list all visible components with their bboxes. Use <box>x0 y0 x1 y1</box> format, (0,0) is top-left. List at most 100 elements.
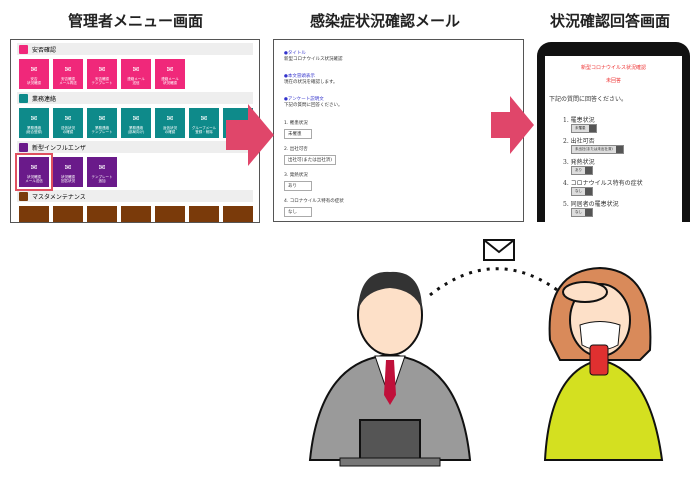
menu-section-header: 業務連絡 <box>17 92 253 104</box>
smartphone: 新型コロナウイルス状況確認 未回答 下記の質問に回答ください。 1. 罹患状況未… <box>537 42 690 222</box>
menu-button[interactable]: ✉ <box>155 206 185 222</box>
menu-button-label: グループ <box>231 130 245 135</box>
mail-question-select[interactable]: あり <box>284 181 312 191</box>
mail-question-select[interactable]: なし <box>284 207 312 217</box>
section-icon <box>19 142 28 152</box>
answer-question: 3. 発熱状況あり <box>563 157 678 175</box>
mail-field-label: ●タイトル <box>284 51 306 56</box>
answer-question-label: 3. 発熱状況 <box>563 159 595 166</box>
menu-button-icon: ✉ <box>64 64 72 74</box>
answer-question-label: 5. 同居者の罹患状況 <box>563 201 619 208</box>
admin-person-illustration <box>308 271 472 467</box>
menu-button-icon: ✉ <box>99 221 106 222</box>
menu-button[interactable]: ✉ <box>87 206 117 222</box>
menu-button[interactable]: ✉ 安否確認 メール再送 <box>53 59 83 89</box>
menu-button[interactable]: ✉業務連絡 テンプレート <box>87 108 117 138</box>
mail-question: 2. 出社可否 <box>284 147 308 152</box>
answer-status: 未回答 <box>605 78 621 84</box>
mail-question: 3. 発熱状況 <box>284 173 308 178</box>
answer-screen: 新型コロナウイルス状況確認 未回答 下記の質問に回答ください。 1. 罹患状況未… <box>545 56 682 222</box>
menu-button[interactable]: ✉業務連絡 (部局向け) <box>121 108 151 138</box>
answer-question: 4. コロナウイルス特有の症状なし <box>563 178 678 196</box>
menu-button-label: 送信状況 の確認 <box>61 125 75 135</box>
menu-button[interactable]: ✉ 安否確認 テンプレート <box>87 59 117 89</box>
mail-field-label: ●本文冒頭表示 <box>284 74 315 79</box>
menu-button-label: グループメール 登録・削除 <box>191 125 217 135</box>
answer-intro: 下記の質問に回答ください。 <box>549 96 628 103</box>
answer-select[interactable]: あり <box>571 166 593 175</box>
menu-section-header: マスタメンテナンス <box>17 190 253 202</box>
envelope-icon <box>483 239 515 261</box>
menu-button[interactable]: ✉ テンプレート 追加 <box>87 157 117 187</box>
menu-section-header: 安否確認 <box>17 43 253 55</box>
mail-question-select[interactable]: 未罹患 <box>284 129 312 139</box>
menu-button[interactable]: ✉ <box>19 206 49 222</box>
menu-button[interactable]: ✉ <box>223 206 253 222</box>
menu-button[interactable]: ✉返信状況 の確認 <box>155 108 185 138</box>
mail-question: 4. コロナウイルス特有の症状 <box>284 199 344 204</box>
menu-button-row: ✉✉✉✉✉✉✉ <box>19 206 259 222</box>
menu-button-icon: ✉ <box>167 221 174 222</box>
menu-button-icon: ✉ <box>132 113 140 123</box>
menu-button-icon: ✉ <box>64 113 72 123</box>
menu-button[interactable]: ✉ 連絡メール 送信 <box>121 59 151 89</box>
menu-button-row: ✉ 安否 状況確認 ✉ 安否確認 メール再送 ✉ 安否確認 テンプレート ✉ 連絡メール 送信… <box>19 59 259 89</box>
section-title: 業務連絡 <box>32 95 57 103</box>
answer-question: 2. 出社可否未出社(または未出社済) <box>563 136 678 154</box>
menu-button-label: テンプレート 追加 <box>91 174 113 184</box>
menu-button-icon: ✉ <box>98 162 106 172</box>
menu-button-icon: ✉ <box>166 64 174 74</box>
mail-question-select[interactable]: 出社可(または出社済) <box>284 155 337 165</box>
menu-button[interactable]: ✉ 安否 状況確認 <box>19 59 49 89</box>
answer-select[interactable]: なし <box>571 187 593 196</box>
heading-admin-menu: 管理者メニュー画面 <box>68 12 204 30</box>
menu-button-row: ✉業務連絡 (総合登録) ✉ 送信状況 の確認 ✉業務連絡 テンプレート✉業務連絡 (… <box>19 108 259 138</box>
menu-button[interactable]: ✉ <box>53 206 83 222</box>
heading-answer: 状況確認回答画面 <box>550 12 671 30</box>
answer-question: 5. 同居者の罹患状況なし <box>563 199 678 217</box>
menu-button-icon: ✉ <box>98 64 106 74</box>
menu-button-row: ✉ 状況確認 メール送信 ✉状況確認 回答状況 ✉ テンプレート 追加 <box>15 153 259 191</box>
menu-button-label: 返信状況 の確認 <box>163 125 177 135</box>
menu-button-icon: ✉ <box>201 221 208 222</box>
menu-button-icon: ✉ <box>133 221 140 222</box>
mail-field-value[interactable]: 下記の質問に回答ください。 <box>284 103 343 108</box>
answer-question-label: 2. 出社可否 <box>563 138 595 145</box>
menu-button-label: 連絡メール 送信 <box>127 76 145 86</box>
menu-button-label: 安否確認 テンプレート <box>91 76 113 86</box>
menu-button-label: 安否確認 メール再送 <box>59 76 77 86</box>
menu-button[interactable]: ✉グループメール 登録・削除 <box>189 108 219 138</box>
section-title: 安否確認 <box>32 46 57 54</box>
menu-button[interactable]: ✉ <box>121 206 151 222</box>
answer-select[interactable]: なし <box>571 208 593 217</box>
answer-select[interactable]: 未罹患 <box>571 124 597 133</box>
menu-button-label: 安否 状況確認 <box>27 76 41 86</box>
menu-button[interactable]: ✉ 連絡メール 状況確認 <box>155 59 185 89</box>
mail-field-value[interactable]: 新型コロナウイルス状況確認 <box>284 57 343 62</box>
menu-button[interactable]: ✉業務連絡 (総合登録) <box>19 108 49 138</box>
admin-menu-panel: 安否確認 ✉ 安否 状況確認 ✉ 安否確認 メール再送 ✉ 安否確認 テンプレート ✉ 連絡メー… <box>10 39 260 223</box>
menu-button-label: 状況確認 回答状況 <box>61 174 75 184</box>
menu-button[interactable]: ✉状況確認 回答状況 <box>53 157 83 187</box>
menu-button-icon: ✉ <box>132 64 140 74</box>
answer-question-label: 1. 罹患状況 <box>563 117 595 124</box>
section-title: 新型インフルエンザ <box>32 144 86 152</box>
answer-select[interactable]: 未出社(または未出社済) <box>571 145 624 154</box>
menu-button[interactable]: ✉ 状況確認 メール送信 <box>15 153 53 191</box>
answer-question-label: 4. コロナウイルス特有の症状 <box>563 180 643 187</box>
menu-button-label: 状況確認 メール送信 <box>25 174 43 184</box>
mail-field-value[interactable]: 現在の状況を確認します。 <box>284 80 338 85</box>
heading-mail: 感染症状況確認メール <box>310 12 461 30</box>
menu-button-label: 連絡メール 状況確認 <box>161 76 179 86</box>
menu-button[interactable]: ✉ <box>189 206 219 222</box>
menu-button[interactable]: ✉ 送信状況 の確認 <box>53 108 83 138</box>
section-icon <box>19 191 28 201</box>
sick-person-illustration <box>543 266 664 461</box>
menu-button-icon: ✉ <box>234 118 242 128</box>
menu-section-header: 新型インフルエンザ <box>17 141 253 153</box>
section-title: マスタメンテナンス <box>32 193 86 201</box>
menu-button[interactable]: ✉ グループ <box>223 108 253 138</box>
mail-panel: ●タイトル新型コロナウイルス状況確認●本文冒頭表示現在の状況を確認します。●アン… <box>273 39 524 222</box>
menu-button-icon: ✉ <box>30 162 38 172</box>
menu-button-icon: ✉ <box>30 64 38 74</box>
